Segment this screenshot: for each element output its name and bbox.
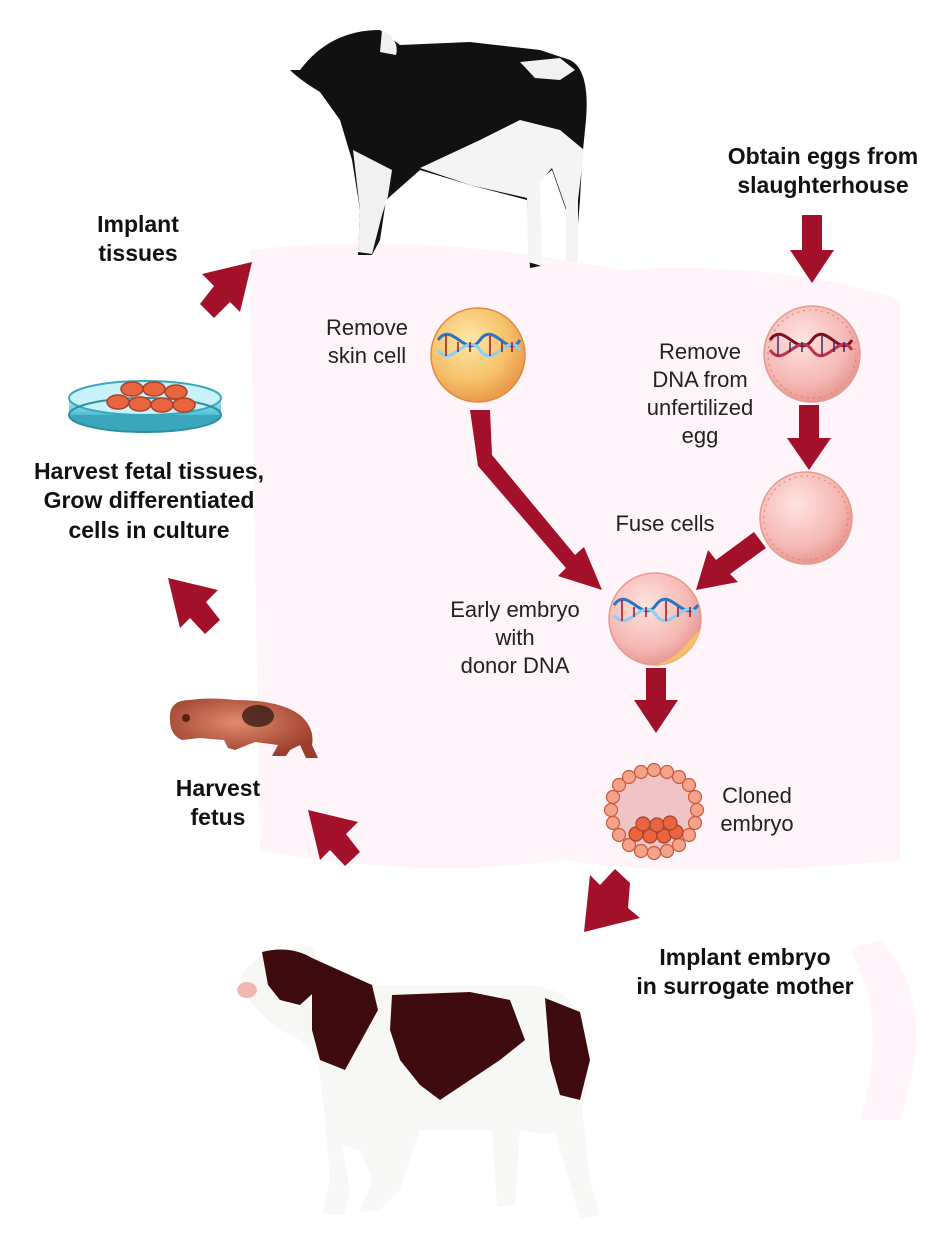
label-harvest-fetus: Harvest fetus: [148, 774, 288, 833]
label-cloned-embryo: Cloned embryo: [702, 782, 812, 838]
surrogate-cow-image: [237, 945, 600, 1218]
egg-cell-with-dna: [764, 306, 860, 402]
donor-cow-image: [290, 30, 587, 268]
label-obtain-eggs: Obtain eggs from slaughterhouse: [700, 142, 946, 201]
petri-dish-image: [69, 381, 221, 432]
arrow-diagonal-icon: [168, 578, 220, 634]
arrow-diagonal-icon: [200, 262, 252, 318]
label-implant-tissues: Implant tissues: [78, 210, 198, 269]
arrow-down-icon: [790, 215, 834, 283]
label-remove-skin-cell: Remove skin cell: [305, 314, 429, 370]
skin-cell: [431, 308, 525, 402]
label-harvest-fetal-tissues: Harvest fetal tissues, Grow differentiat…: [4, 457, 294, 545]
label-remove-dna: Remove DNA from unfertilized egg: [622, 338, 778, 451]
fused-embryo-cell: [609, 573, 701, 665]
label-implant-embryo: Implant embryo in surrogate mother: [600, 943, 890, 1002]
label-fuse-cells: Fuse cells: [590, 510, 740, 538]
label-early-embryo: Early embryo with donor DNA: [430, 596, 600, 680]
enucleated-egg-cell: [760, 472, 852, 564]
arrow-diagonal-icon: [584, 869, 640, 932]
